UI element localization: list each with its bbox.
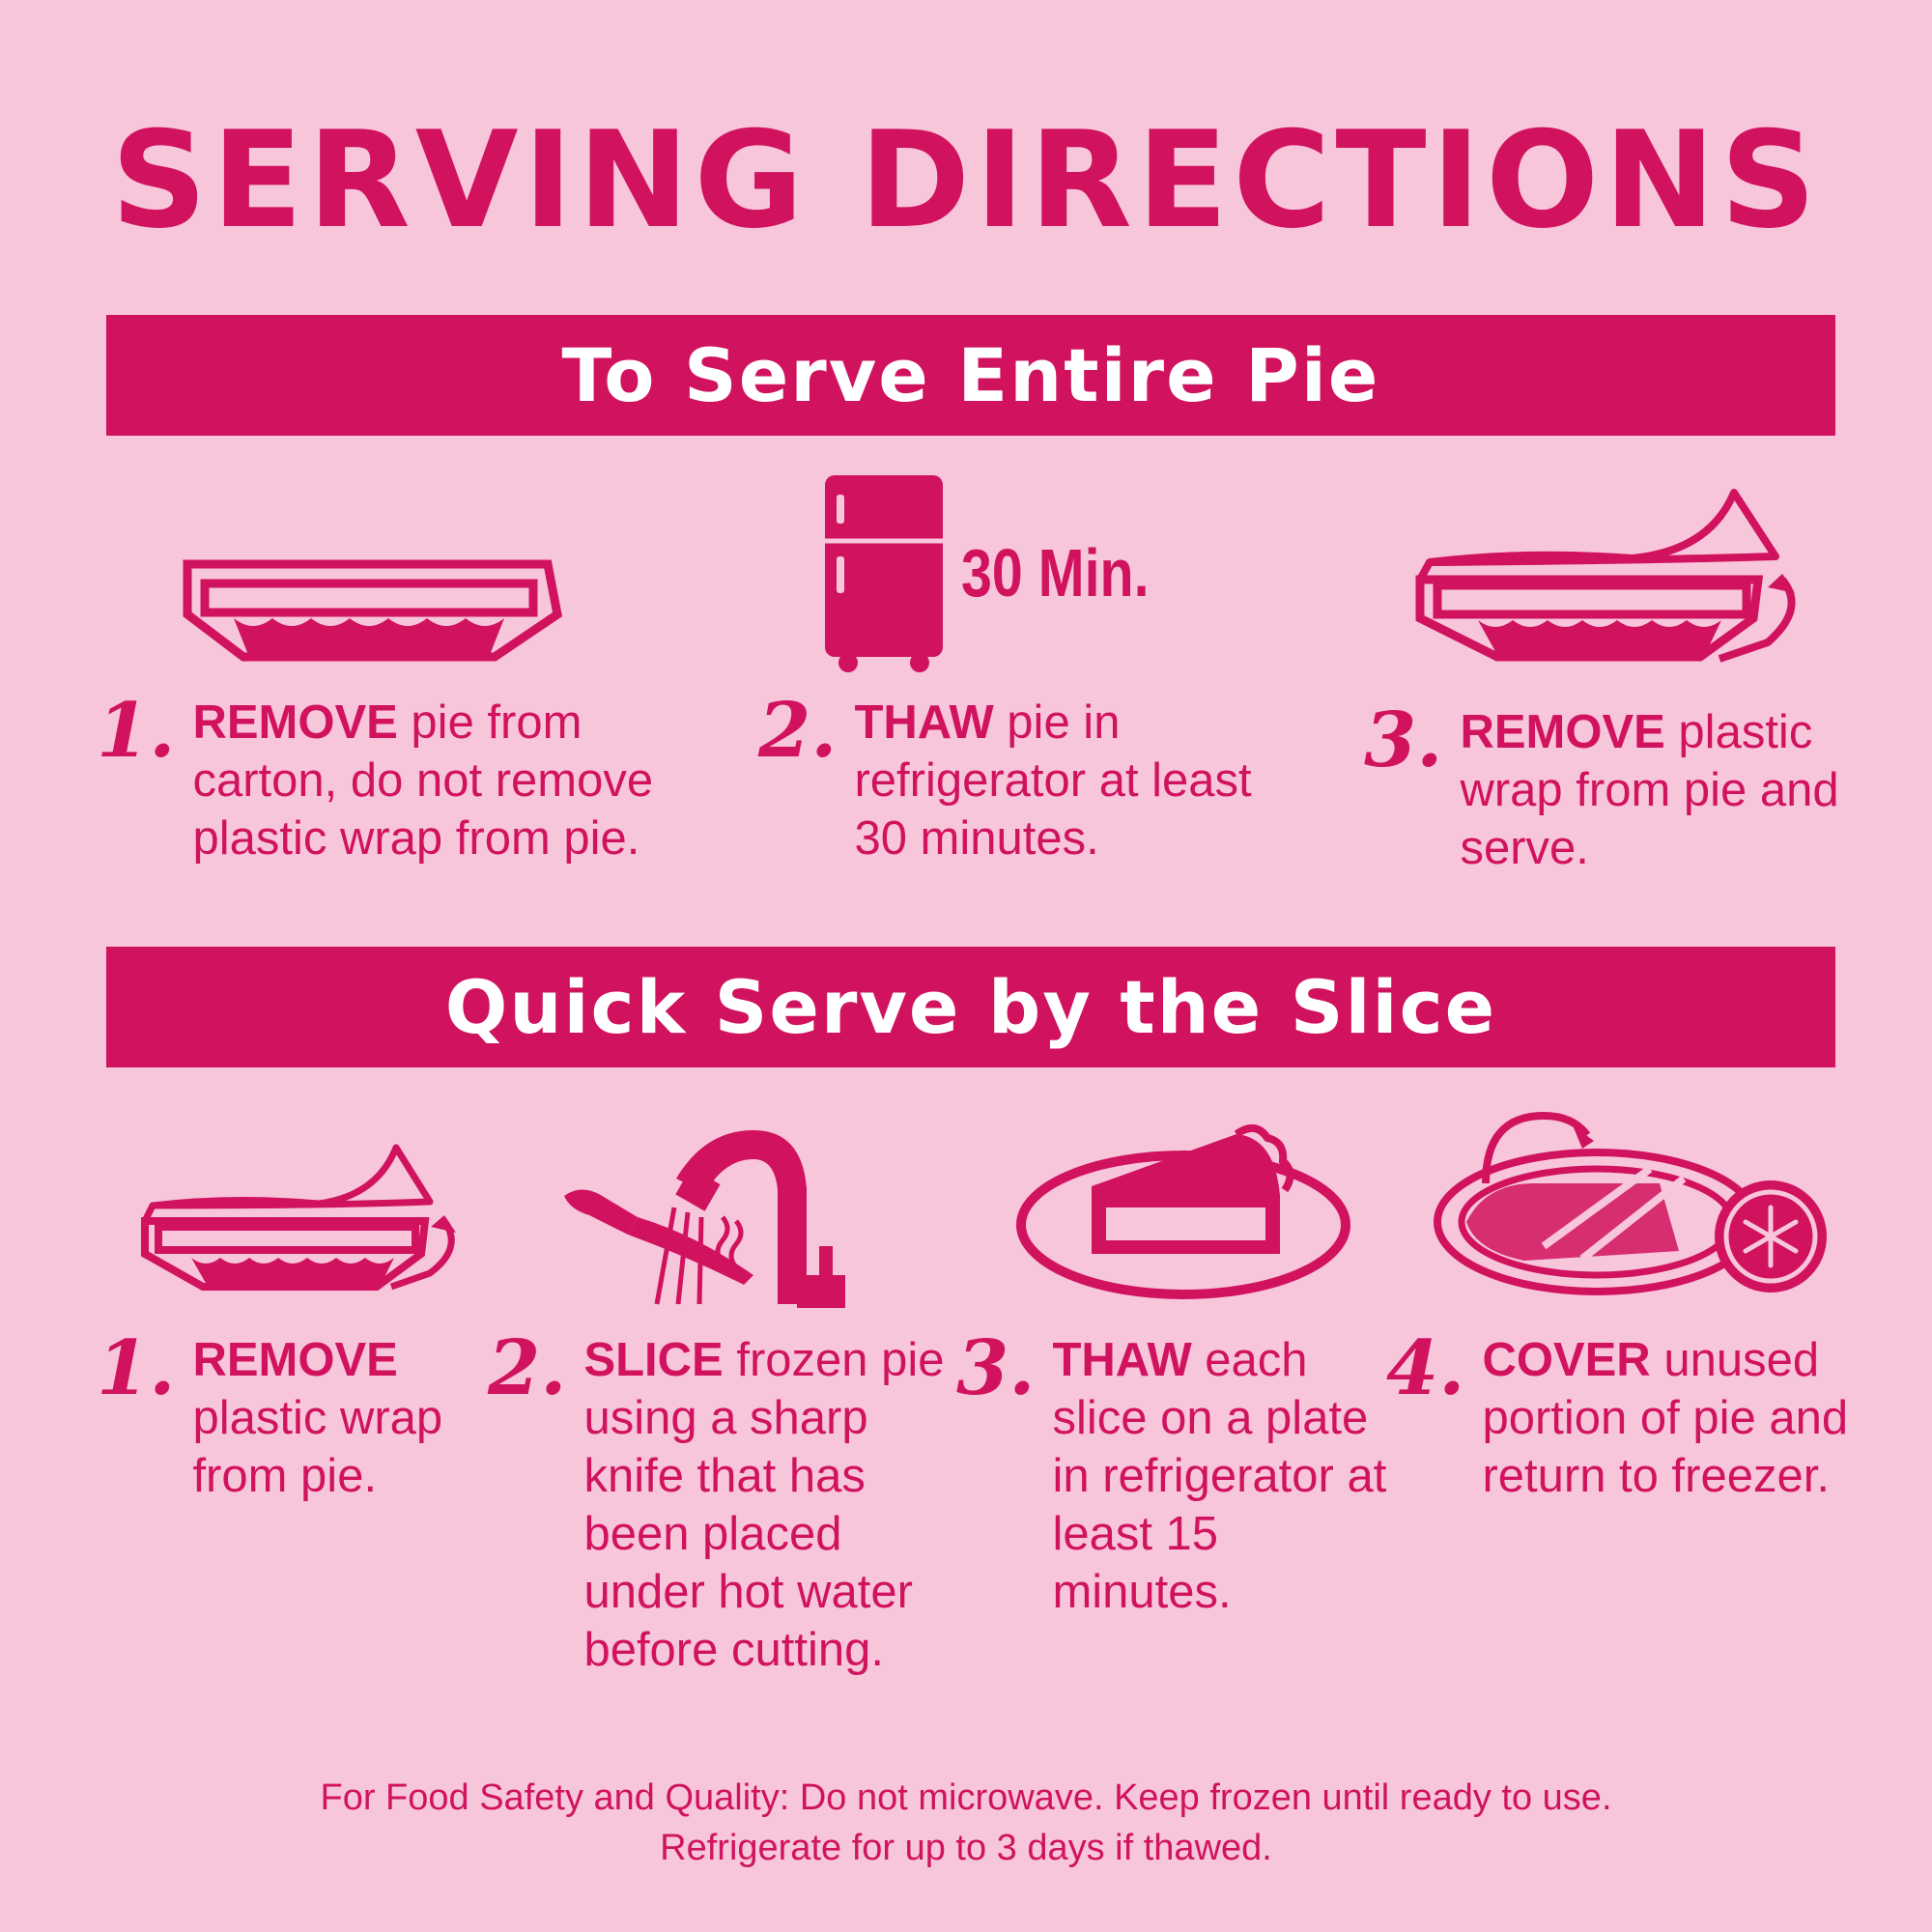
entire-pie-step-1: 1. REMOVE pie from carton, do not remove… <box>97 694 733 867</box>
step-text: SLICE frozen pie using a sharp knife tha… <box>583 1331 965 1679</box>
step-number: 2. <box>758 687 838 775</box>
step-description: each slice on a plate in refrigerator at… <box>1052 1334 1387 1618</box>
step-description: pie in refrigerator at least 30 minutes. <box>854 696 1252 865</box>
step-description: frozen pie using a sharp knife that has … <box>583 1334 945 1676</box>
entire-pie-step-3: 3. REMOVE plastic wrap from pie and serv… <box>1364 703 1885 877</box>
step-verb: REMOVE <box>192 696 398 749</box>
pie-slice-plate-icon <box>1014 1119 1352 1302</box>
section-banner-entire-pie: To Serve Entire Pie <box>106 315 1835 436</box>
page-title: SERVING DIRECTIONS <box>110 102 1822 258</box>
step-text: REMOVE plastic wrap from pie. <box>192 1331 472 1505</box>
pie-unwrap-icon <box>1410 483 1806 667</box>
step-text: THAW each slice on a plate in refrigerat… <box>1052 1331 1400 1621</box>
step-verb: THAW <box>854 696 994 749</box>
thaw-time-label: 30 Min. <box>961 535 1150 611</box>
step-text: REMOVE plastic wrap from pie and serve. <box>1460 703 1885 877</box>
footer-line-1: For Food Safety and Quality: Do not micr… <box>320 1777 1612 1818</box>
step-number: 1. <box>97 1324 176 1412</box>
step-verb: REMOVE <box>1460 706 1665 758</box>
step-text: THAW pie in refrigerator at least 30 min… <box>854 694 1269 867</box>
step-text: COVER unused portion of pie and return t… <box>1482 1331 1888 1505</box>
step-number: 1. <box>97 687 176 775</box>
step-verb: THAW <box>1052 1334 1192 1386</box>
entire-pie-step-2: 2. THAW pie in refrigerator at least 30 … <box>758 694 1269 867</box>
step-text: REMOVE pie from carton, do not remove pl… <box>192 694 733 867</box>
step-verb: REMOVE <box>192 1334 398 1386</box>
refrigerator-icon <box>823 473 945 676</box>
slice-step-4: 4. COVER unused portion of pie and retur… <box>1386 1331 1888 1505</box>
footer-line-2: Refrigerate for up to 3 days if thawed. <box>660 1828 1272 1868</box>
section-banner-by-the-slice: Quick Serve by the Slice <box>106 947 1835 1067</box>
step-verb: COVER <box>1482 1334 1651 1386</box>
step-number: 3. <box>1364 696 1443 784</box>
section-heading: To Serve Entire Pie <box>561 332 1380 418</box>
slice-step-1: 1. REMOVE plastic wrap from pie. <box>97 1331 472 1505</box>
pie-unwrap-icon <box>135 1140 464 1294</box>
step-number: 3. <box>956 1324 1036 1412</box>
section-heading: Quick Serve by the Slice <box>444 964 1497 1050</box>
slice-step-3: 3. THAW each slice on a plate in refrige… <box>956 1331 1400 1621</box>
step-description: unused portion of pie and return to free… <box>1482 1334 1849 1502</box>
knife-faucet-icon <box>560 1121 869 1314</box>
step-description: plastic wrap from pie and serve. <box>1460 706 1839 874</box>
step-description: pie from carton, do not remove plastic w… <box>192 696 654 865</box>
step-verb: SLICE <box>583 1334 724 1386</box>
pie-in-wrap-icon <box>176 559 562 667</box>
slice-step-2: 2. SLICE frozen pie using a sharp knife … <box>488 1331 965 1679</box>
step-number: 4. <box>1386 1324 1465 1412</box>
step-description: plastic wrap from pie. <box>192 1392 443 1502</box>
covered-pie-freezer-icon <box>1428 1106 1833 1299</box>
step-number: 2. <box>488 1324 567 1412</box>
food-safety-note: For Food Safety and Quality: Do not micr… <box>0 1773 1932 1873</box>
